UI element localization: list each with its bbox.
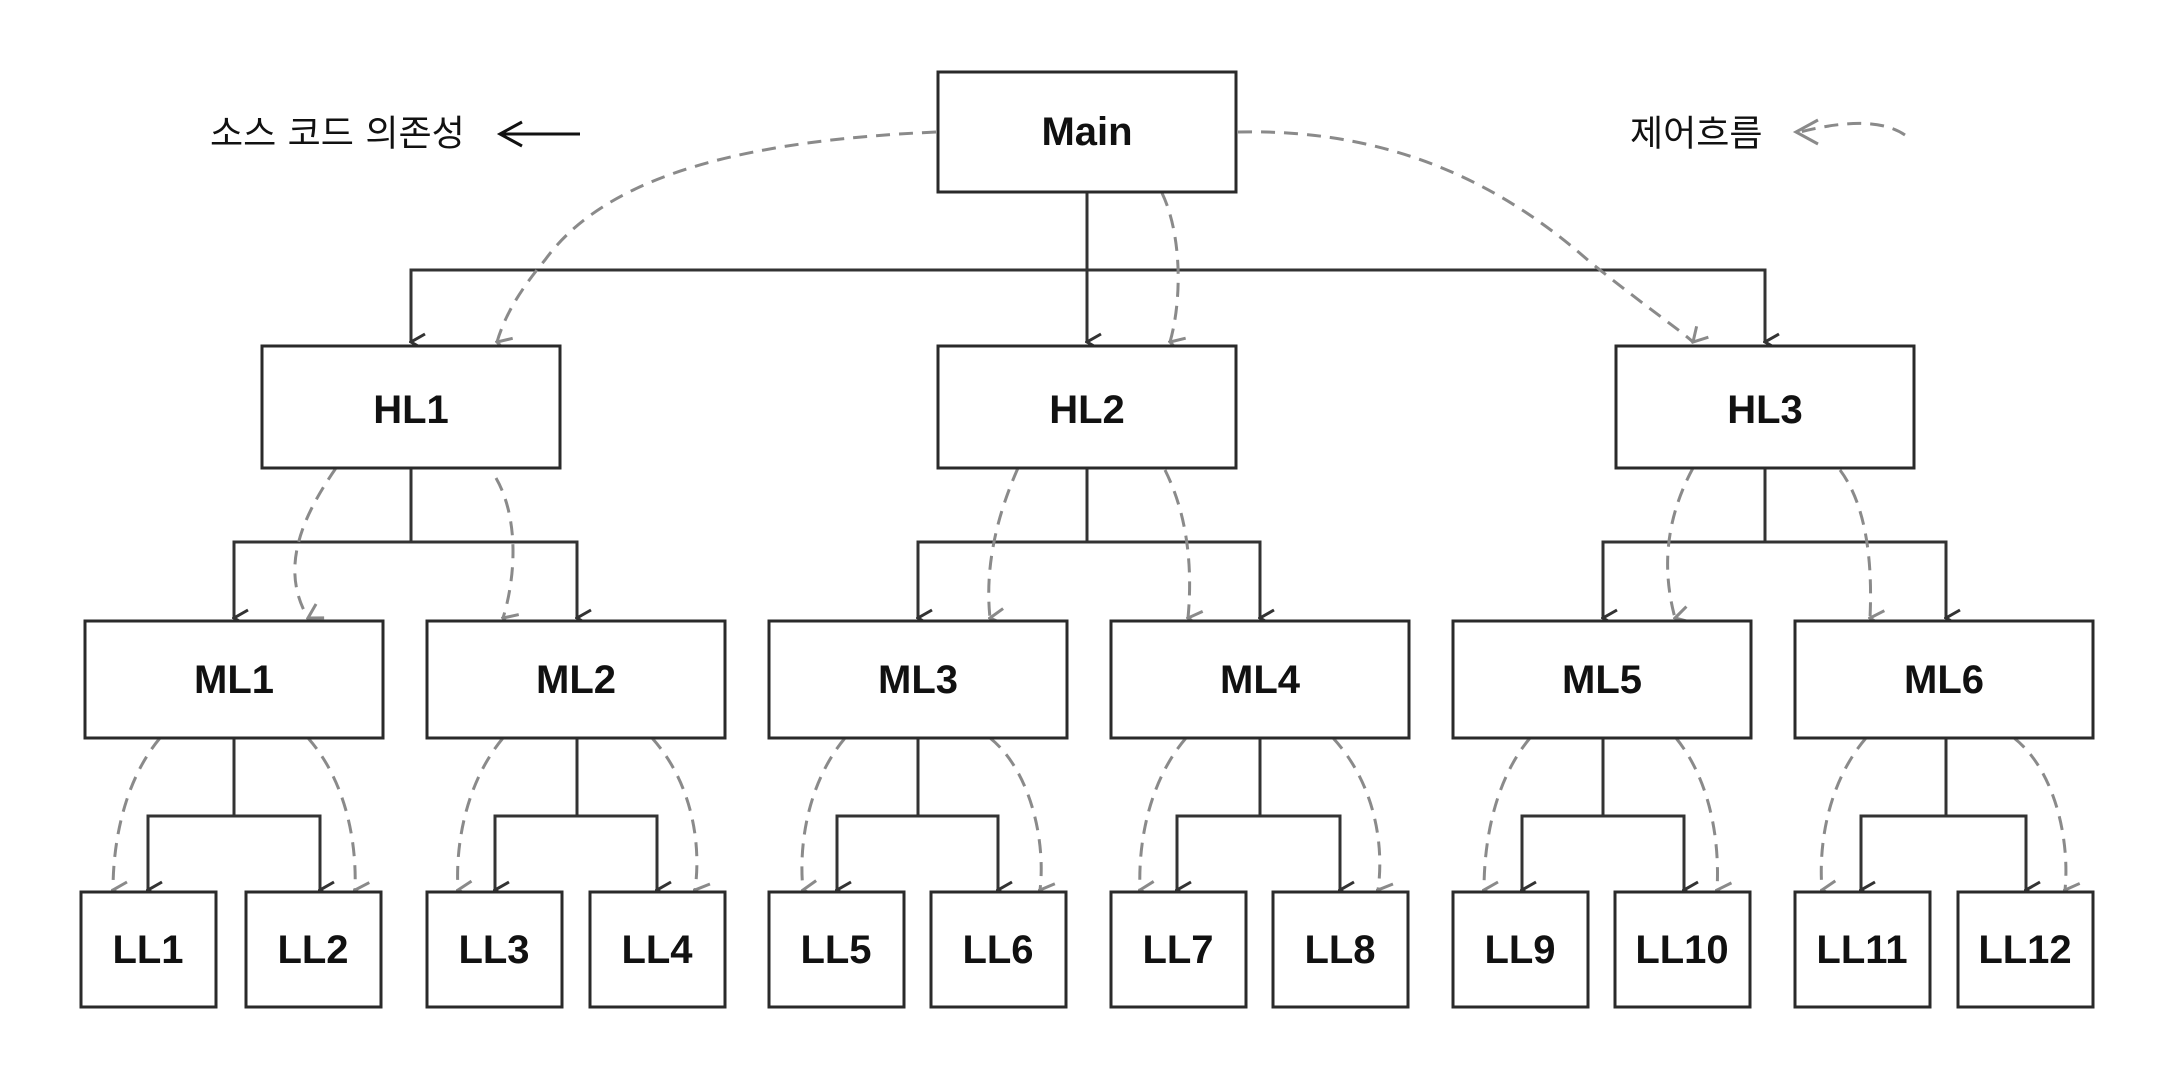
dependency-arrows	[148, 193, 2026, 890]
node-ml2: ML2	[425, 619, 727, 740]
node-ll12: LL12	[1956, 890, 2095, 1009]
flow-ml5-ll10	[1674, 737, 1718, 890]
node-ll10: LL10	[1613, 890, 1752, 1009]
dep-hl1-ml1	[234, 468, 413, 618]
node-ll7: LL7	[1109, 890, 1248, 1009]
node-ll8-label: LL8	[1304, 928, 1375, 972]
node-ll1: LL1	[79, 890, 218, 1009]
node-ll3-label: LL3	[458, 928, 529, 972]
flow-hl3-ml6	[1838, 469, 1871, 618]
node-ll5: LL5	[767, 890, 906, 1009]
dep-ml5-ll9	[1522, 738, 1605, 890]
dep-hl2-ml4	[1087, 540, 1260, 618]
flow-ml6-ll12	[2013, 736, 2066, 890]
flow-main-hl1	[497, 130, 937, 342]
dep-ml6-ll12	[1946, 814, 2026, 890]
node-ml4: ML4	[1109, 619, 1411, 740]
dep-hl1-ml2	[411, 540, 577, 618]
flow-ml3-ll5	[802, 737, 847, 890]
dep-main-hl1	[411, 268, 1087, 342]
dep-ml3-ll6	[918, 814, 998, 890]
node-main: Main	[936, 70, 1238, 194]
node-ml1: ML1	[83, 619, 385, 740]
flow-ml2-ll3	[458, 737, 505, 890]
legend: 소스 코드 의존성 제어흐름	[210, 114, 1906, 155]
flow-main-hl3	[1237, 130, 1693, 342]
dep-ml2-ll4	[577, 814, 657, 890]
node-hl3: HL3	[1614, 344, 1916, 470]
node-ml4-label: ML4	[1220, 658, 1301, 702]
node-hl3-label: HL3	[1727, 388, 1803, 432]
node-ll5-label: LL5	[800, 928, 871, 972]
legend-dependency-label: 소스 코드 의존성	[210, 114, 465, 155]
node-ll4: LL4	[588, 890, 727, 1009]
flow-ml3-ll6	[989, 736, 1041, 890]
flow-hl1-ml2	[494, 477, 513, 618]
node-ll2-label: LL2	[277, 928, 348, 972]
dep-ml3-ll5	[837, 738, 920, 890]
node-ll6-label: LL6	[962, 928, 1033, 972]
node-ll9-label: LL9	[1484, 928, 1555, 972]
node-hl2: HL2	[936, 344, 1238, 470]
node-ml1-label: ML1	[194, 658, 274, 702]
node-ml3-label: ML3	[878, 658, 958, 702]
flow-hl3-ml5	[1666, 467, 1695, 618]
flow-ml6-ll11	[1821, 737, 1868, 890]
flow-hl2-ml3	[989, 467, 1020, 618]
node-ll9: LL9	[1451, 890, 1590, 1009]
dep-ml4-ll8	[1260, 814, 1340, 890]
node-ml6-label: ML6	[1904, 658, 1984, 702]
dep-hl3-ml5	[1603, 468, 1767, 618]
legend-control-flow-label: 제어흐름	[1630, 114, 1762, 155]
dep-main-hl3	[1087, 268, 1765, 342]
dep-hl3-ml6	[1765, 540, 1946, 618]
node-hl1-label: HL1	[373, 388, 449, 432]
node-ll4-label: LL4	[621, 928, 693, 972]
node-ll11-label: LL11	[1816, 928, 1907, 972]
flow-ml1-ll1	[113, 737, 162, 890]
node-ml6: ML6	[1793, 619, 2095, 740]
control-flow-arrows	[113, 130, 2066, 890]
flow-hl1-ml1	[293, 467, 338, 618]
legend-dependency-arrow-icon	[496, 120, 580, 148]
node-ll2: LL2	[244, 890, 383, 1009]
flow-ml5-ll9	[1484, 737, 1532, 890]
node-ll12-label: LL12	[1978, 928, 2071, 972]
node-ll1-label: LL1	[112, 928, 183, 972]
node-ml3: ML3	[767, 619, 1069, 740]
node-ml5-label: ML5	[1562, 658, 1642, 702]
flow-main-hl2	[1160, 192, 1178, 342]
dep-ml6-ll11	[1861, 738, 1948, 890]
node-ml2-label: ML2	[536, 658, 616, 702]
dep-ml1-ll2	[234, 814, 320, 890]
dep-hl2-ml3	[918, 468, 1089, 618]
node-ll6: LL6	[929, 890, 1068, 1009]
flow-hl2-ml4	[1163, 469, 1190, 618]
node-hl2-label: HL2	[1049, 388, 1125, 432]
node-ll7-label: LL7	[1142, 928, 1213, 972]
dep-ml5-ll10	[1603, 814, 1684, 890]
dep-ml4-ll7	[1177, 738, 1262, 890]
node-ll11: LL11	[1793, 890, 1932, 1009]
flow-ml4-ll8	[1331, 736, 1380, 890]
legend-control-flow-arrow-icon	[1792, 118, 1906, 146]
dep-ml1-ll1	[148, 738, 236, 890]
node-ml5: ML5	[1451, 619, 1753, 740]
node-ll10-label: LL10	[1635, 928, 1728, 972]
node-ll8: LL8	[1271, 890, 1410, 1009]
flow-ml2-ll4	[650, 736, 697, 890]
flow-ml1-ll2	[306, 737, 355, 890]
dep-ml2-ll3	[495, 738, 579, 890]
node-main-label: Main	[1041, 110, 1132, 154]
node-hl1: HL1	[260, 344, 562, 470]
flow-ml4-ll7	[1140, 737, 1188, 890]
node-ll3: LL3	[425, 890, 564, 1009]
